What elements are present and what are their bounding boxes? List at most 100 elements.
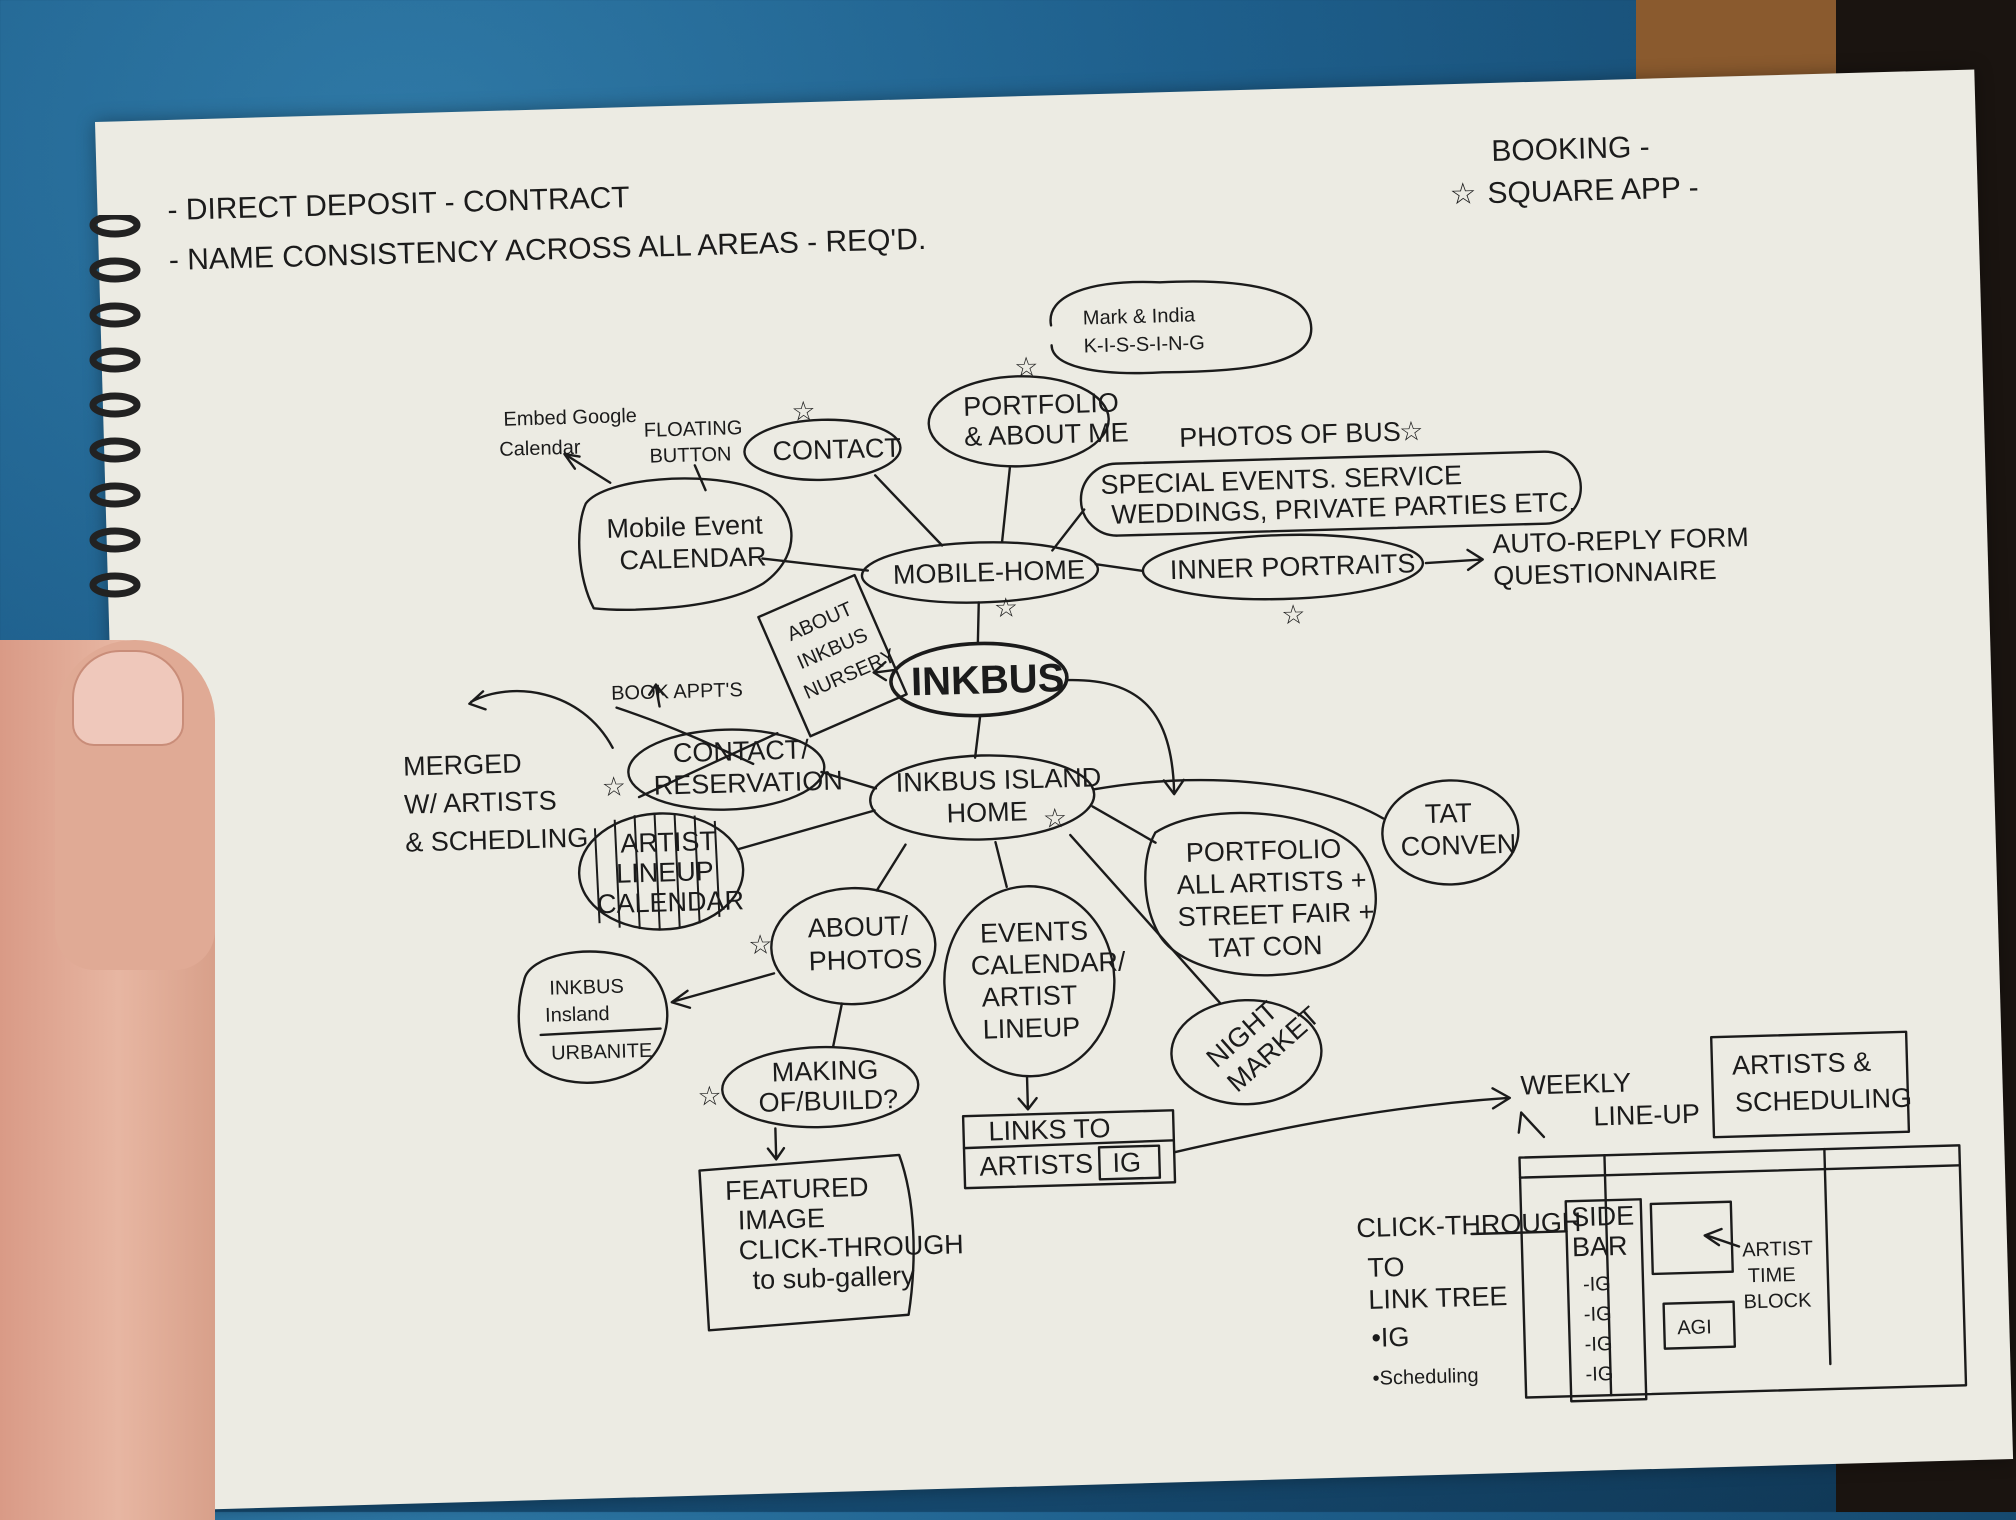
star-icon: ☆	[1281, 599, 1306, 630]
floating-button-line-2: BUTTON	[649, 443, 731, 467]
making-of-line-1: MAKING	[771, 1055, 878, 1088]
star-icon: ☆	[1042, 803, 1067, 834]
weekly-line-1: WEEKLY	[1520, 1067, 1631, 1100]
making-of-node	[721, 1045, 920, 1129]
artist-block-line-2: TIME	[1748, 1264, 1796, 1287]
featured-line-2: IMAGE	[738, 1203, 826, 1235]
arrow-floating-button	[693, 464, 707, 492]
kissing-line-1: Mark & India	[1083, 304, 1197, 329]
binding-rings-top	[89, 215, 141, 598]
note-square-app: SQUARE APP -	[1487, 171, 1699, 210]
connector-mobile-special	[1051, 508, 1086, 552]
sidebar-ig-2: -IG	[1584, 1303, 1612, 1326]
connector-contact-mobile	[873, 474, 944, 547]
arrow-to-about-nursery	[872, 660, 897, 682]
portfolio-all-line-2: ALL ARTISTS +	[1176, 865, 1367, 900]
connector-about-making	[831, 1002, 844, 1048]
embed-google-line-1: Embed Google	[503, 405, 637, 431]
portfolio-about-line-2: & ABOUT ME	[964, 417, 1129, 452]
links-line-1: LINKS TO	[988, 1113, 1111, 1146]
sidebar-ig-3: -IG	[1584, 1333, 1612, 1356]
sidebar-column	[1564, 1198, 1648, 1403]
wireframe-frame	[1518, 1144, 1968, 1399]
connector-mobile-inner	[1094, 563, 1145, 573]
ig-label: IG	[1112, 1147, 1141, 1178]
mobile-home-label: MOBILE-HOME	[893, 555, 1086, 590]
featured-image-box	[698, 1153, 915, 1332]
urbanite-label: URBANITE	[551, 1040, 653, 1065]
star-icon: ☆	[601, 771, 626, 802]
merged-line-1: MERGED	[403, 748, 522, 781]
photos-of-bus-label: PHOTOS OF BUS	[1179, 417, 1401, 453]
links-box-divider	[962, 1139, 1176, 1150]
connector-island-tat	[1092, 778, 1385, 820]
artists-sched-line-1: ARTISTS &	[1732, 1047, 1872, 1081]
artist-lineup-hatching	[593, 812, 721, 931]
arrow-to-weekly	[1517, 1111, 1546, 1139]
inkbus-center-node	[889, 641, 1069, 718]
arrow-to-links	[1017, 1075, 1038, 1111]
sidebar-line-1: SIDE	[1571, 1200, 1635, 1232]
connector-island-events	[994, 840, 1008, 889]
artist-lineup-line-2: LINEUP	[616, 856, 714, 889]
artist-block-cell	[1649, 1200, 1734, 1276]
scheduling-bullet: •Scheduling	[1372, 1365, 1479, 1390]
about-nursery-box: ABOUT INKBUS NURSERY	[757, 573, 908, 738]
sidebar-ig-4: -IG	[1585, 1363, 1613, 1386]
autoreply-line-2: QUESTIONNAIRE	[1493, 555, 1717, 591]
mobile-calendar-line-1: Mobile Event	[606, 510, 763, 544]
kissing-line-2: K-I-S-S-I-N-G	[1083, 332, 1205, 357]
events-calendar-node	[943, 885, 1116, 1078]
about-photos-node	[770, 886, 937, 1006]
click-through-arrow	[1470, 1230, 1568, 1236]
mobile-calendar-line-2: CALENDAR	[619, 541, 767, 575]
mobile-event-calendar-node	[578, 477, 793, 611]
contact-node	[743, 418, 902, 482]
about-photos-line-1: ABOUT/	[807, 911, 909, 944]
contact-reservation-line-2: RESERVATION	[653, 765, 843, 800]
featured-line-1: FEATURED	[725, 1172, 869, 1206]
note-booking: BOOKING -	[1491, 131, 1650, 168]
arrow-to-featured	[766, 1127, 786, 1161]
thumbnail	[72, 650, 184, 746]
connector-portfolio-mobile	[1000, 465, 1012, 544]
ig-bullet: •IG	[1371, 1322, 1410, 1353]
ig-box	[1097, 1144, 1162, 1181]
arrow-to-inkbus-island	[670, 972, 776, 1009]
inkbus-island-line-2: Insland	[545, 1003, 610, 1027]
star-icon: ☆	[1449, 177, 1477, 211]
connector-island-about	[875, 843, 907, 892]
arrow-to-autoreply	[1424, 548, 1484, 572]
sidebar-ig-1: -IG	[1583, 1273, 1611, 1296]
mind-map-diagram: - DIRECT DEPOSIT - CONTRACT - NAME CONSI…	[167, 131, 1968, 1403]
merged-line-3: & SCHEDLING	[405, 823, 589, 858]
connector-lineup-island	[736, 809, 876, 851]
arrow-to-wireframe	[1172, 1087, 1511, 1154]
making-of-line-2: OF/BUILD?	[758, 1084, 898, 1118]
autoreply-line-1: AUTO-REPLY FORM	[1492, 522, 1749, 559]
arrow-to-merged	[468, 690, 614, 749]
portfolio-all-line-3: STREET FAIR +	[1177, 897, 1375, 932]
weekly-line-2: LINE-UP	[1593, 1099, 1700, 1132]
star-icon: ☆	[1014, 352, 1039, 383]
island-home-node	[869, 754, 1096, 841]
wireframe-layout	[1518, 1144, 1968, 1403]
contact-label: CONTACT	[772, 433, 901, 467]
tat-line-2: CONVEN	[1400, 829, 1516, 862]
note-direct-deposit: - DIRECT DEPOSIT - CONTRACT	[167, 181, 630, 227]
links-line-2: ARTISTS	[979, 1149, 1093, 1182]
artist-lineup-calendar-node	[577, 812, 745, 931]
about-photos-line-2: PHOTOS	[808, 943, 922, 976]
sidebar-line-2: BAR	[1572, 1231, 1628, 1263]
events-line-1: EVENTS	[980, 916, 1089, 949]
connector-mobile-inkbus	[976, 601, 980, 644]
connector-island-night	[1069, 833, 1222, 1005]
star-icon: ☆	[994, 592, 1019, 623]
star-icon: ☆	[697, 1081, 722, 1112]
inkbus-island-line-1: INKBUS	[549, 976, 624, 1000]
portfolio-all-line-1: PORTFOLIO	[1185, 833, 1341, 867]
connector-calendar-mobile	[761, 557, 870, 572]
book-appts-strike	[615, 706, 755, 766]
portfolio-all-artists-node	[1144, 811, 1377, 977]
portfolio-about-line-1: PORTFOLIO	[963, 388, 1119, 422]
